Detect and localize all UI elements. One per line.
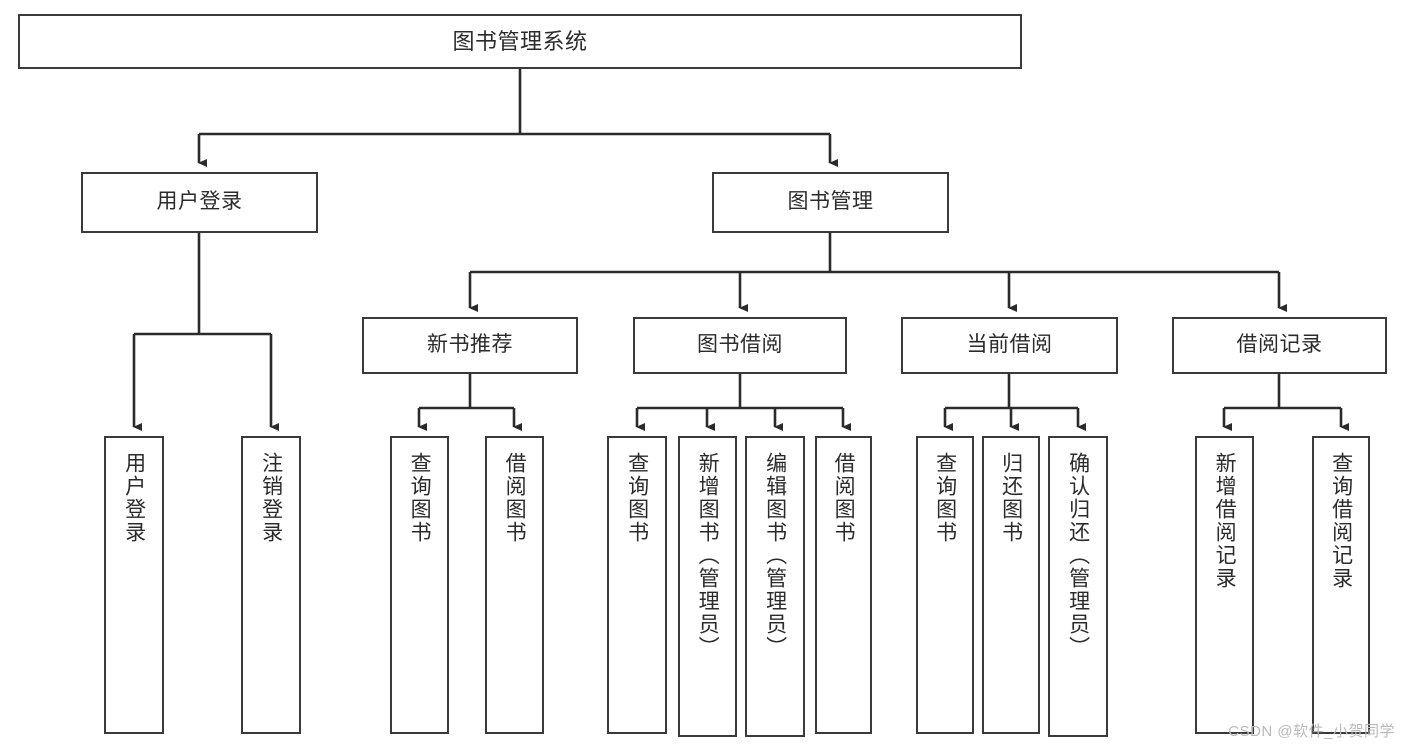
connector-group-user-login [132, 233, 279, 431]
leaf-user-login[interactable]: 用户登录 [104, 436, 164, 734]
connector-group-root [197, 69, 838, 167]
node-label: 新增图书（管理员） [696, 452, 720, 659]
node-label: 图书管理系统 [452, 28, 588, 54]
node-label: 新书推荐 [427, 333, 513, 357]
node-label: 确认归还（管理员） [1066, 452, 1090, 659]
node-borrow-record[interactable]: 借阅记录 [1172, 317, 1387, 374]
leaf-query-book-current[interactable]: 查询图书 [916, 436, 974, 734]
leaf-query-book-recommend[interactable]: 查询图书 [390, 436, 449, 734]
node-label: 查询借阅记录 [1329, 452, 1353, 590]
connector-group-new-book-recommend [417, 374, 522, 431]
connector-group-book-management [468, 233, 1287, 312]
node-label: 用户登录 [122, 452, 146, 544]
node-book-borrow[interactable]: 图书借阅 [633, 317, 847, 374]
node-label: 查询图书 [933, 452, 957, 544]
connector-group-current-borrow [943, 374, 1086, 431]
node-label: 借阅图书 [832, 452, 856, 544]
node-root-system[interactable]: 图书管理系统 [18, 14, 1022, 69]
node-label: 查询图书 [625, 452, 649, 544]
connector-group-book-borrow [635, 374, 851, 431]
node-label: 编辑图书（管理员） [763, 452, 787, 659]
leaf-add-book-admin[interactable]: 新增图书（管理员） [678, 436, 737, 737]
leaf-borrow-book-recommend[interactable]: 借阅图书 [485, 436, 544, 734]
node-label: 图书借阅 [697, 333, 783, 357]
node-new-book-recommend[interactable]: 新书推荐 [362, 317, 578, 374]
node-book-management[interactable]: 图书管理 [712, 172, 949, 233]
connector-group-borrow-record [1222, 374, 1349, 431]
node-label: 用户登录 [156, 190, 243, 214]
leaf-user-logout[interactable]: 注销登录 [241, 436, 301, 734]
leaf-edit-book-admin[interactable]: 编辑图书（管理员） [745, 436, 805, 737]
node-label: 借阅记录 [1236, 333, 1323, 357]
leaf-confirm-return-admin[interactable]: 确认归还（管理员） [1048, 436, 1108, 737]
leaf-query-book-borrow[interactable]: 查询图书 [607, 436, 667, 734]
node-label: 图书管理 [787, 190, 874, 214]
node-label: 归还图书 [999, 452, 1023, 544]
node-label: 查询图书 [408, 452, 432, 544]
node-label: 当前借阅 [966, 333, 1053, 357]
node-current-borrow[interactable]: 当前借阅 [901, 317, 1118, 374]
leaf-borrow-book[interactable]: 借阅图书 [815, 436, 872, 734]
node-user-login[interactable]: 用户登录 [81, 172, 318, 233]
node-label: 注销登录 [259, 452, 283, 544]
node-label: 借阅图书 [503, 452, 527, 544]
node-label: 新增借阅记录 [1213, 452, 1237, 590]
leaf-query-borrow-record[interactable]: 查询借阅记录 [1312, 436, 1370, 734]
leaf-return-book[interactable]: 归还图书 [982, 436, 1040, 734]
leaf-add-borrow-record[interactable]: 新增借阅记录 [1195, 436, 1254, 734]
